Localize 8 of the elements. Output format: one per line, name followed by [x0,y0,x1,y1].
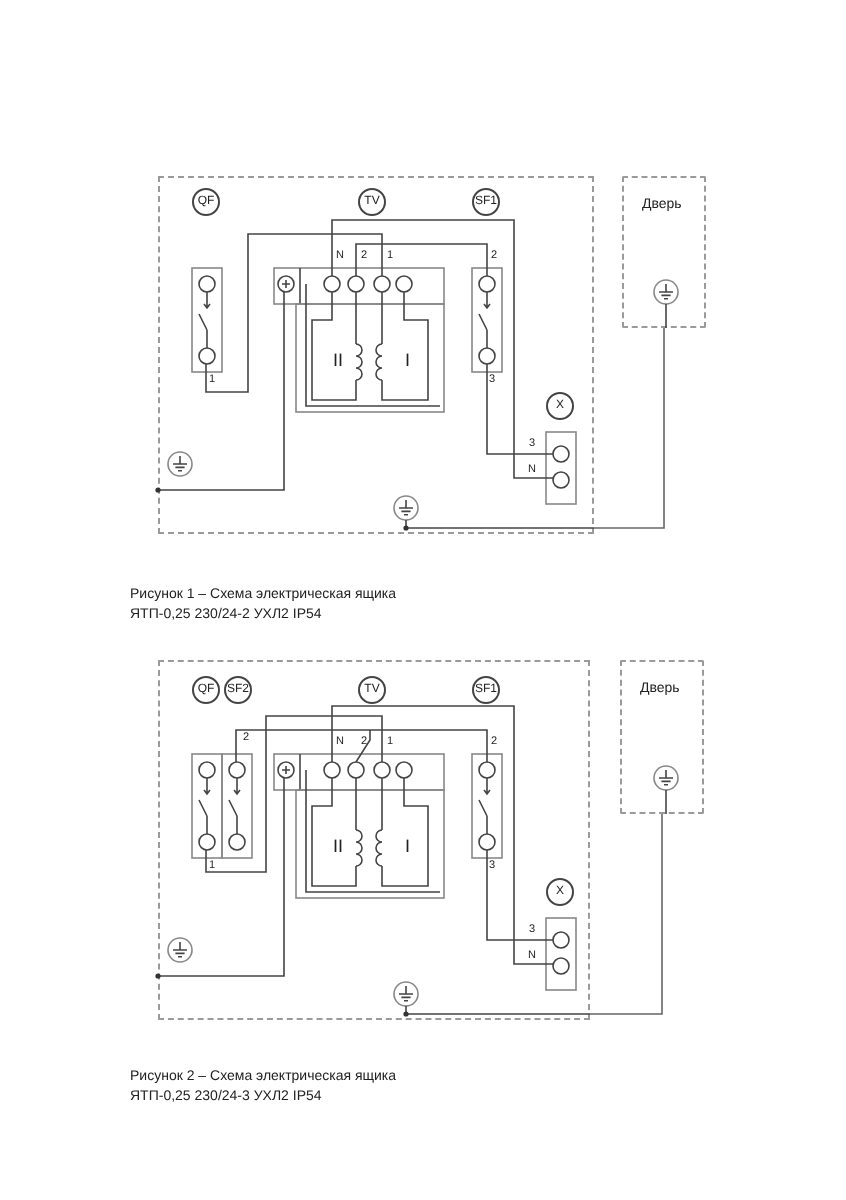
winding-label: I [405,837,411,855]
door-panel [622,176,706,328]
winding-label: II [333,351,344,369]
ground-wire [593,327,665,529]
ground-wire [589,813,663,1015]
winding-label: I [405,351,411,369]
winding-label: II [333,837,344,855]
door-panel [620,660,704,814]
